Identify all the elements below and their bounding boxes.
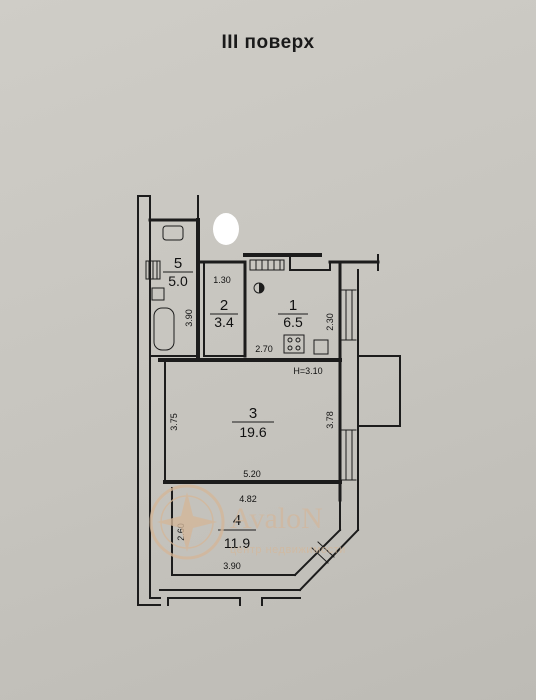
room-3-number: 3 bbox=[249, 405, 257, 422]
room-2-number: 2 bbox=[220, 297, 228, 314]
dim-2-70: 2.70 bbox=[255, 344, 273, 354]
dim-2-30: 2.30 bbox=[325, 313, 335, 331]
room-4-area: 11.9 bbox=[224, 535, 250, 551]
room-2-area: 3.4 bbox=[214, 314, 234, 330]
dim-1-30: 1.30 bbox=[213, 275, 231, 285]
compass-logo-icon bbox=[149, 484, 225, 560]
sink-icon bbox=[151, 287, 165, 301]
room-1-number: 1 bbox=[289, 297, 297, 314]
window-bay bbox=[311, 541, 335, 564]
radiator-top-icon bbox=[249, 259, 285, 271]
watermark-tagline: центр недвижимости bbox=[230, 544, 346, 556]
balcony bbox=[357, 355, 401, 427]
kitchen-sink-icon bbox=[313, 339, 329, 355]
room-5-area: 5.0 bbox=[168, 273, 188, 289]
dim-5-20: 5.20 bbox=[243, 469, 261, 479]
room-5-number: 5 bbox=[174, 255, 182, 272]
bathtub-icon bbox=[153, 307, 175, 351]
window-right-lower bbox=[341, 429, 357, 481]
window-right-upper bbox=[341, 289, 357, 341]
dim-3-90-bottom: 3.90 bbox=[223, 561, 241, 571]
page-title: III поверх bbox=[221, 32, 315, 53]
dim-3-90-left: 3.90 bbox=[184, 309, 194, 327]
dim-3-78: 3.78 bbox=[325, 411, 335, 429]
dim-4-82: 4.82 bbox=[239, 494, 257, 504]
watermark-brand: AvaloN bbox=[230, 502, 323, 535]
ceiling-height: H=3.10 bbox=[293, 366, 322, 376]
redaction-mark bbox=[213, 213, 239, 245]
room-1-area: 6.5 bbox=[283, 314, 303, 330]
dim-3-75: 3.75 bbox=[169, 413, 179, 431]
stove-icon bbox=[283, 334, 305, 354]
watermark: AvaloN центр недвижимости bbox=[149, 484, 346, 560]
room-3-area: 19.6 bbox=[239, 424, 266, 440]
dim-2-60: 2.60 bbox=[176, 523, 186, 541]
room-4-number: 4 bbox=[233, 512, 241, 529]
toilet-icon bbox=[162, 225, 184, 241]
